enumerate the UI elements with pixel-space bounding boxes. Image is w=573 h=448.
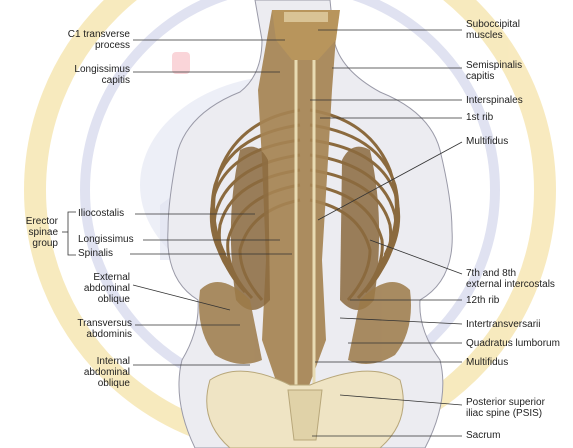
label-longissimus: Longissimus — [78, 234, 134, 245]
label-intertransversarii: Intertransversarii — [466, 319, 540, 330]
label-7th-8th-external-intercostals: 7th and 8th external intercostals — [466, 268, 555, 290]
label-suboccipital-muscles: Suboccipital muscles — [466, 19, 520, 41]
label-psis: Posterior superior iliac spine (PSIS) — [466, 397, 545, 419]
label-external-abdominal-oblique: External abdominal oblique — [40, 272, 130, 305]
label-c1-transverse-process: C1 transverse process — [40, 29, 130, 51]
label-quadratus-lumborum: Quadratus lumborum — [466, 338, 560, 349]
label-spinalis: Spinalis — [78, 248, 113, 259]
label-multifidus-lower: Multifidus — [466, 357, 508, 368]
label-interspinales: Interspinales — [466, 95, 523, 106]
label-transversus-abdominis: Transversus abdominis — [40, 318, 132, 340]
label-longissimus-capitis: Longissimus capitis — [40, 64, 130, 86]
label-iliocostalis: Iliocostalis — [78, 208, 124, 219]
label-first-rib: 1st rib — [466, 112, 493, 123]
label-semispinalis-capitis: Semispinalis capitis — [466, 60, 522, 82]
label-internal-abdominal-oblique: Internal abdominal oblique — [40, 356, 130, 389]
label-sacrum: Sacrum — [466, 430, 500, 441]
sacrum-bone — [288, 390, 322, 440]
label-erector-spinae-group: Erector spinae group — [4, 216, 58, 249]
label-12th-rib: 12th rib — [466, 295, 499, 306]
label-multifidus-upper: Multifidus — [466, 136, 508, 147]
